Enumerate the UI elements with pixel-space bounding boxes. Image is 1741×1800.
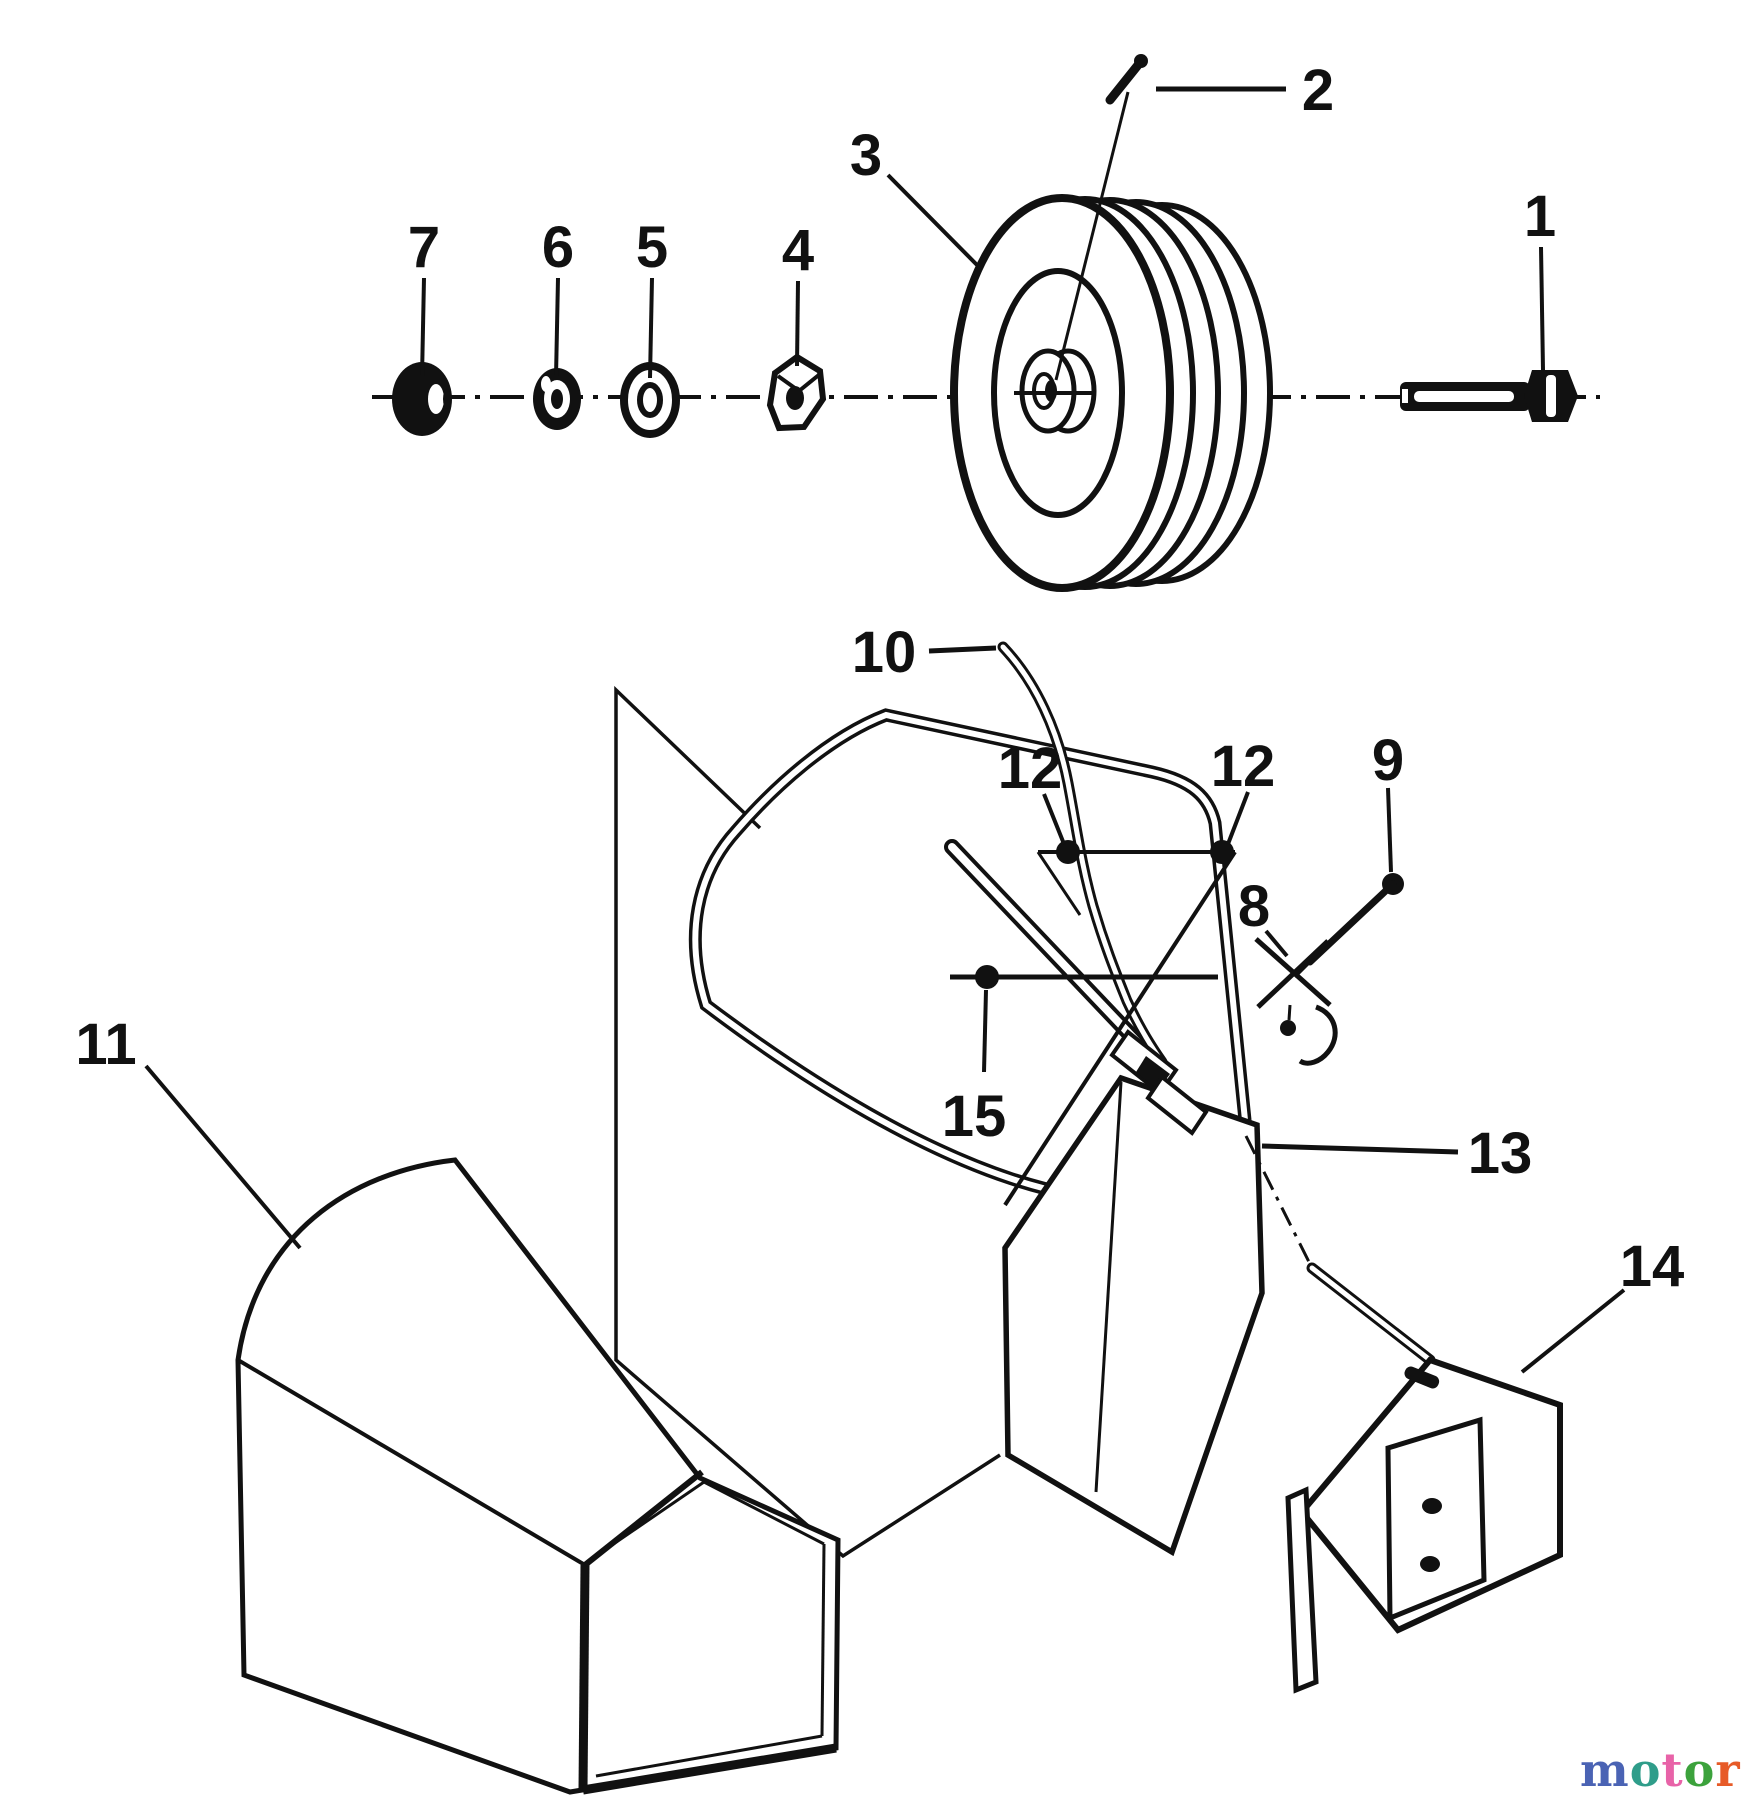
clip-cross-2	[1256, 939, 1330, 1009]
callout-12-right: 12	[1211, 734, 1276, 799]
latch-hardware	[1109, 1029, 1209, 1136]
bolt-9-shaft	[1306, 880, 1397, 966]
bag-chute-left-edge	[578, 1564, 590, 1791]
callout-10: 10	[852, 620, 917, 685]
callout-4: 4	[782, 218, 814, 283]
callout-3: 3	[850, 123, 882, 188]
wm-letter-o2: o	[1684, 1743, 1716, 1797]
callout-2: 2	[1302, 58, 1334, 123]
wm-letter-m: m	[1580, 1743, 1630, 1797]
leader-13	[1261, 1143, 1459, 1155]
deflector-flange	[1285, 1486, 1319, 1694]
bag-chute-inner-1	[595, 1480, 705, 1558]
pin-head	[1134, 54, 1148, 68]
callout-15: 15	[942, 1084, 1007, 1149]
leader-6	[554, 277, 560, 378]
leader-7	[420, 277, 426, 378]
part-14-deflector	[1285, 1262, 1626, 1694]
deflector-slot	[1404, 1366, 1440, 1389]
bolt-head-highlight	[1546, 375, 1556, 417]
callout-labels: 7 6 5 4 3 2 1 10 12 12 9 8 15 13 11 14	[75, 58, 1684, 1299]
part-6-lock-nut	[533, 368, 581, 430]
clip-stub	[1287, 1004, 1292, 1021]
leader-12-left	[1042, 793, 1066, 845]
bolt-shaft-highlight	[1414, 391, 1514, 402]
part-7-cap-nut	[392, 362, 452, 436]
bag-front-top-edge	[236, 1358, 587, 1567]
pivot-point	[975, 965, 999, 989]
leader-8	[1264, 929, 1289, 958]
part-9-bolt	[1293, 787, 1404, 979]
part-5-washer	[620, 362, 680, 438]
catcher-frame-assembly	[614, 641, 1459, 1559]
bag-chute-inner-4	[595, 1734, 823, 1778]
washer-hole	[637, 382, 663, 418]
bag-sheet-panel	[614, 685, 1001, 1559]
triangle-hypotenuse	[1003, 850, 1237, 1207]
leader-10	[928, 645, 997, 654]
leader-12-right	[1226, 791, 1250, 845]
part-12-left-point	[1056, 840, 1080, 864]
pin-body	[1105, 55, 1147, 105]
callout-13: 13	[1468, 1121, 1533, 1186]
bag-chute-bottom-edge	[582, 1743, 837, 1795]
callout-9: 9	[1372, 728, 1404, 793]
part-1-bolt	[1400, 370, 1578, 422]
part-13-chute-panel	[1002, 1074, 1265, 1557]
triangle-left-edge	[1036, 851, 1082, 916]
cap-nut-body	[392, 362, 452, 436]
part-11-grass-bag	[144, 1064, 841, 1795]
pin-to-hub-line	[1054, 91, 1130, 381]
leader-14	[1520, 1288, 1626, 1374]
callout-5: 5	[636, 215, 668, 280]
nut-highlight	[541, 376, 551, 392]
bag-silhouette	[235, 1157, 841, 1795]
bag-chute-inner-2	[703, 1480, 825, 1546]
cap-nut-rim	[443, 389, 451, 409]
bail-rod-inner	[948, 843, 1147, 1052]
callout-12-left: 12	[998, 736, 1063, 801]
leader-1	[1539, 246, 1545, 371]
part-3-wheel	[950, 194, 1273, 592]
chute-outline	[1002, 1074, 1265, 1557]
deflector-spike-inner	[1309, 1265, 1433, 1363]
part-8-clip	[1254, 929, 1338, 1066]
wm-letter-r: r	[1715, 1743, 1740, 1797]
centerline-to-deflector	[1244, 1135, 1312, 1265]
part-2-pin	[1054, 54, 1148, 381]
nut-hole	[551, 389, 563, 409]
chute-fold-line	[1094, 1081, 1123, 1493]
callout-14: 14	[1620, 1234, 1685, 1299]
part-4-nut	[766, 353, 827, 432]
part-15-pivot	[950, 965, 1218, 1073]
bag-chute-inner-3	[820, 1543, 826, 1737]
clip-hook	[1298, 1004, 1338, 1066]
nut4-hole	[786, 386, 804, 410]
leader-11	[144, 1064, 302, 1250]
wm-letter-o1: o	[1630, 1743, 1662, 1797]
leader-4	[795, 280, 800, 367]
clip-ball	[1280, 1020, 1296, 1036]
callout-6: 6	[542, 215, 574, 280]
part-12-right-point	[1210, 840, 1234, 864]
latch-plate-2	[1145, 1074, 1209, 1136]
bracket-hole-bottom	[1420, 1556, 1440, 1572]
leader-5	[648, 277, 654, 379]
sidewall-ring	[991, 268, 1125, 518]
leader-15	[982, 989, 988, 1073]
leader-9	[1386, 787, 1393, 873]
bracket-hole-top	[1422, 1498, 1442, 1514]
callout-8: 8	[1238, 874, 1270, 939]
wm-letter-t: t	[1661, 1743, 1683, 1797]
watermark-motoruf: motoruf'.de	[1580, 1743, 1741, 1797]
callout-7: 7	[408, 215, 440, 280]
callout-1: 1	[1524, 184, 1556, 249]
wheel-axle-assembly	[372, 54, 1600, 592]
bolt-tip-notch	[1402, 389, 1408, 403]
callout-11: 11	[75, 1012, 136, 1077]
leader-3	[886, 173, 982, 270]
deflector-bracket	[1385, 1416, 1487, 1622]
cap-nut-slit	[428, 384, 444, 414]
